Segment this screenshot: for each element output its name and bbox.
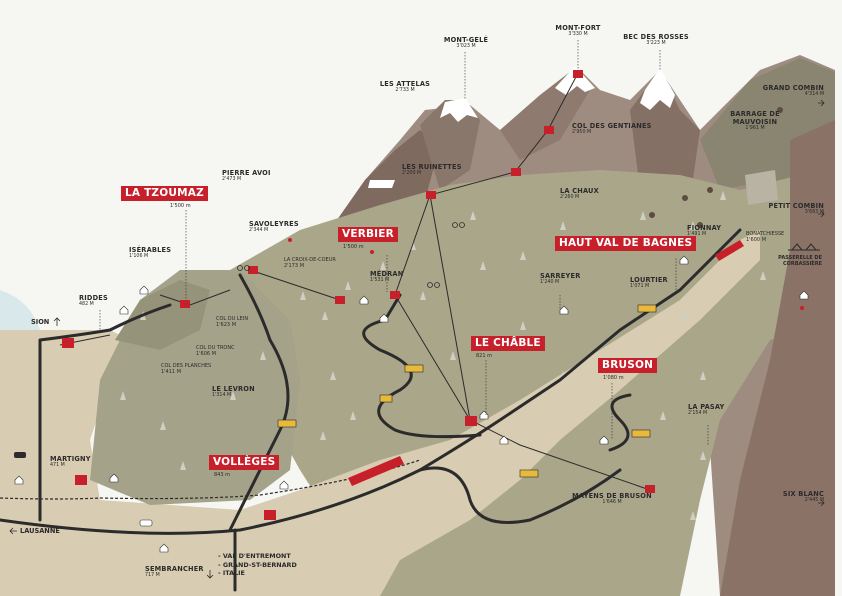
valley-floor [0,230,760,596]
route-grand-st-bernard: - GRAND-ST-BERNARD [218,560,297,569]
arrow-up-icon [53,317,61,326]
pointer-lines [99,40,709,445]
place-volleges-alt: 843 m [214,472,231,478]
place-la-tzoumaz[interactable]: LA TZOUMAZ [121,186,208,201]
place-la-tzoumaz-alt: 1'500 m [170,203,191,209]
roads [0,228,742,592]
chalet-icons [14,255,809,553]
place-le-chable[interactable]: LE CHÂBLE [471,336,545,351]
car-icon [14,452,26,458]
place-bruson[interactable]: BRUSON [598,358,658,373]
place-haut-val-de-bagnes[interactable]: HAUT VAL DE BAGNES [555,236,697,251]
arrow-right-icon [818,210,825,218]
dam-icon [745,170,778,205]
place-le-chable-alt: 821 m [476,353,493,359]
bridge-icon [788,243,820,251]
place-bruson-alt: 1'080 m [603,375,624,381]
arrow-down-icon [206,570,214,579]
arrow-right-icon [818,499,825,507]
tree-icons [120,191,766,520]
train-icon [348,456,404,486]
destination-sion[interactable]: SION [31,318,50,326]
hiker-icon [288,238,804,310]
bus-icons [277,304,657,478]
route-italie: - ITALIE [218,569,245,577]
place-verbier[interactable]: VERBIER [338,227,398,242]
right-cliff [720,120,835,596]
car-icon [139,519,153,527]
train-icon [715,240,744,261]
ibex-icons [649,107,783,228]
cyclist-icon [237,222,465,288]
arrow-left-icon [9,527,17,535]
destination-lausanne[interactable]: LAUSANNE [20,527,60,535]
route-val-dentremont: - VAL D'ENTREMONT [218,552,291,560]
cable-car-icons [62,70,655,520]
destination-routes[interactable]: - VAL D'ENTREMONT - GRAND-ST-BERNARD - I… [218,552,297,578]
place-verbier-alt: 1'500 m [343,244,364,250]
snow-caps [368,66,675,188]
place-volleges[interactable]: VOLLÈGES [209,455,280,470]
arrow-right-icon [818,99,825,107]
